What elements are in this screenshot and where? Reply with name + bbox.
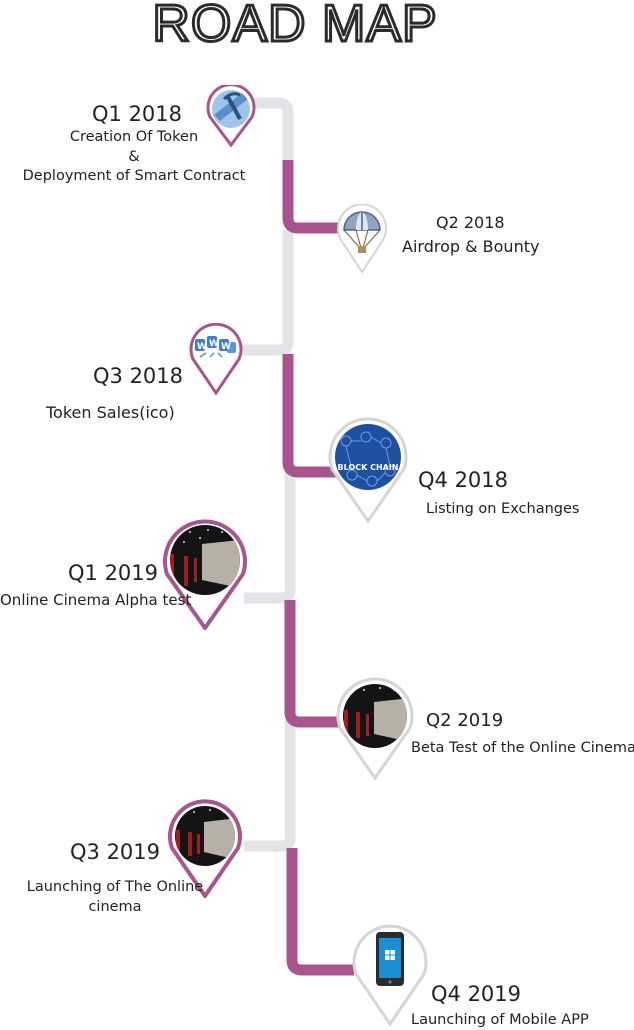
milestone-quarter: Q3 2019 <box>70 840 161 864</box>
milestone-description-line: Creation Of Token <box>69 129 199 145</box>
mining-icon <box>206 85 256 147</box>
milestone-description-line: & <box>128 148 140 165</box>
blockchain-icon: BLOCK CHAIN <box>328 417 408 523</box>
milestone-description-line: Deployment of Smart Contract <box>22 168 246 184</box>
blockchain-icon-text: BLOCK CHAIN <box>338 463 399 472</box>
milestone-quarter: Q1 2019 <box>68 561 159 585</box>
timeline-segment-purple <box>282 354 336 478</box>
svg-text:W: W <box>209 339 219 349</box>
milestone-description: Online Cinema Alpha test <box>0 591 192 609</box>
milestone-quarter: Q2 2019 <box>426 710 504 731</box>
timeline-segment-gray <box>244 720 296 852</box>
parachute-icon <box>337 204 387 274</box>
milestone-description: Beta Test of the Online Cinema <box>411 740 634 756</box>
milestone-description: Creation Of Token & Deployment of Smart … <box>20 128 248 187</box>
milestone-description-line: cinema <box>88 899 142 915</box>
timeline-segment-purple <box>282 160 338 234</box>
timeline-segment-gray <box>244 470 296 604</box>
cinema-icon <box>336 677 414 780</box>
milestone-quarter: Q2 2018 <box>436 213 505 232</box>
milestone-quarter: Q3 2018 <box>93 364 184 388</box>
milestone-quarter: Q1 2018 <box>92 102 183 126</box>
timeline-segment-purple <box>286 848 354 976</box>
timeline-segment-purple <box>284 600 340 728</box>
timeline-segment-gray <box>240 230 294 356</box>
www-icon: W W W <box>189 323 243 395</box>
page-title: ROAD MAP <box>151 0 438 55</box>
milestone-description: Launching of The Online cinema <box>20 877 210 917</box>
milestone-description: Listing on Exchanges <box>426 501 580 517</box>
milestone-quarter: Q4 2019 <box>431 982 522 1006</box>
svg-text:W: W <box>197 342 207 352</box>
cinema-icon <box>168 799 242 898</box>
timeline-segment-gray <box>248 97 294 160</box>
milestone-description-line: Launching of The Online <box>26 879 204 895</box>
smartphone-icon <box>352 924 428 1026</box>
milestone-description: Launching of Mobile APP <box>411 1012 589 1028</box>
milestone-quarter: Q4 2018 <box>418 468 509 492</box>
milestone-description: Airdrop & Bounty <box>402 237 540 256</box>
milestone-description: Token Sales(ico) <box>46 403 175 422</box>
svg-text:W: W <box>221 342 231 352</box>
cinema-icon <box>163 519 247 630</box>
